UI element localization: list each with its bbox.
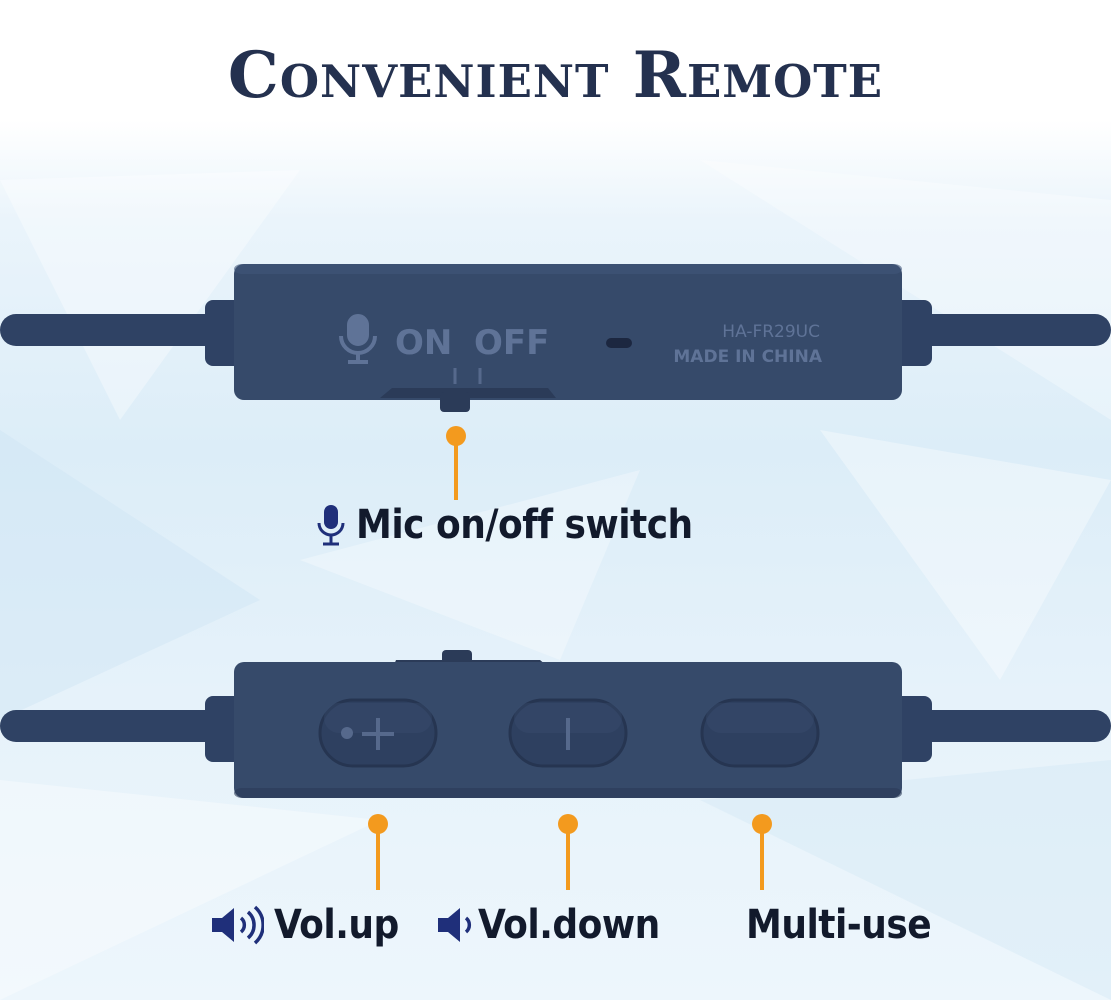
vol-up-button	[318, 698, 438, 768]
vol-up-label: Vol.up	[274, 902, 399, 948]
speaker-loud-icon	[210, 905, 264, 945]
multi-use-callout	[752, 814, 772, 890]
microphone-icon	[316, 503, 346, 547]
mic-switch-callout	[446, 426, 466, 500]
multi-use-label: Multi-use	[746, 902, 932, 948]
top-remote: ON OFF HA-FR29UC MADE IN CHINA	[0, 264, 1111, 412]
mic-switch-caption: Mic on/off switch	[316, 502, 693, 548]
top-remote-body	[234, 264, 902, 400]
mic-hole	[606, 338, 632, 348]
vol-up-callout	[368, 814, 388, 890]
multi-use-caption: Multi-use	[746, 902, 932, 948]
vol-down-caption: Vol.down	[436, 902, 660, 948]
origin-label: MADE IN CHINA	[673, 347, 822, 367]
speaker-soft-icon	[436, 905, 474, 945]
mic-off-label: OFF	[474, 323, 549, 363]
mic-on-label: ON	[395, 323, 452, 363]
page-title: Convenient Remote	[227, 38, 884, 113]
multi-use-button	[700, 698, 820, 768]
vol-down-button	[508, 698, 628, 768]
bottom-remote	[0, 650, 1111, 798]
embossed-microphone-icon	[339, 314, 377, 364]
model-label: HA-FR29UC	[722, 322, 820, 342]
mic-switch-label: Mic on/off switch	[356, 502, 693, 548]
vol-up-caption: Vol.up	[210, 902, 399, 948]
vol-down-label: Vol.down	[478, 902, 660, 948]
vol-down-callout	[558, 814, 578, 890]
